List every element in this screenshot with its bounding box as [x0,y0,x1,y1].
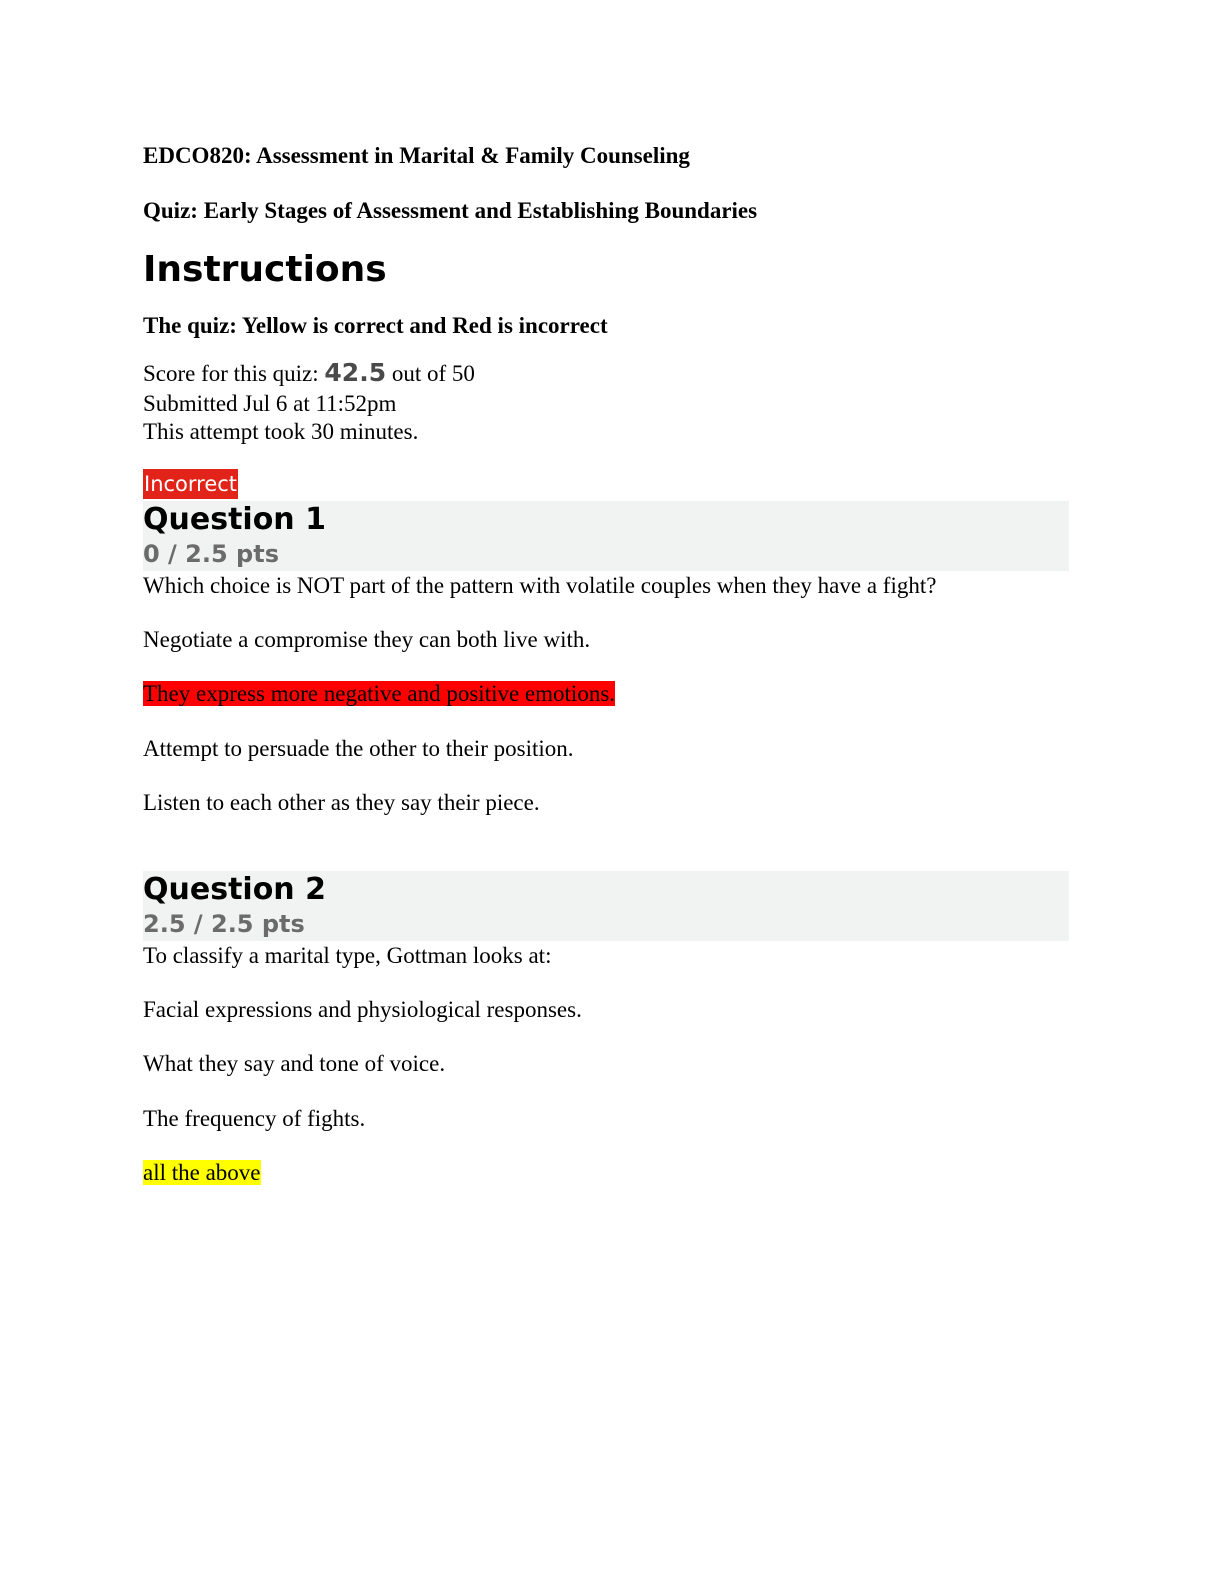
answer-text: Negotiate a compromise they can both liv… [143,627,591,652]
incorrect-badge: Incorrect [143,469,239,499]
answer-text: What they say and tone of voice. [143,1051,446,1076]
answer-text: Attempt to persuade the other to their p… [143,736,574,761]
question-2-prompt: To classify a marital type, Gottman look… [143,943,552,968]
quiz-title: Quiz: Early Stages of Assessment and Est… [143,198,758,223]
score-suffix: out of 50 [391,361,475,386]
course-title: EDCO820: Assessment in Marital & Family … [143,143,690,168]
question-1-answer-4: Listen to each other as they say their p… [143,789,540,817]
question-2-answer-4: all the above [143,1159,261,1187]
submitted-timestamp: Submitted Jul 6 at 11:52pm [143,391,397,416]
answer-text: The frequency of fights. [143,1106,366,1131]
question-1-header: Question 1 0 / 2.5 pts [143,501,1069,571]
answer-text-incorrect-highlight: They express more negative and positive … [143,681,616,706]
question-2-title: Question 2 [143,872,326,907]
color-legend-note: The quiz: Yellow is correct and Red is i… [143,313,608,338]
score-line: Score for this quiz: 42.5 out of 50 [143,356,475,391]
question-1-answer-1: Negotiate a compromise they can both liv… [143,626,590,654]
question-1-points: 0 / 2.5 pts [143,540,279,568]
question-1-prompt: Which choice is NOT part of the pattern … [143,573,937,598]
question-1-answer-3: Attempt to persuade the other to their p… [143,735,574,763]
question-1-answer-2: They express more negative and positive … [143,680,616,708]
question-1-title: Question 1 [143,502,326,537]
question-2-answer-1: Facial expressions and physiological res… [143,996,582,1024]
question-2-answer-3: The frequency of fights. [143,1105,365,1133]
score-value: 42.5 [324,358,387,387]
instructions-heading: Instructions [143,249,387,290]
answer-text: Listen to each other as they say their p… [143,790,540,815]
answer-text-correct-highlight: all the above [143,1160,261,1185]
question-2-answer-2: What they say and tone of voice. [143,1050,445,1078]
answer-text: Facial expressions and physiological res… [143,997,582,1022]
attempt-duration: This attempt took 30 minutes. [143,419,419,444]
question-2-points: 2.5 / 2.5 pts [143,910,305,938]
score-label: Score for this quiz: [143,361,319,386]
question-2-header: Question 2 2.5 / 2.5 pts [143,871,1069,941]
